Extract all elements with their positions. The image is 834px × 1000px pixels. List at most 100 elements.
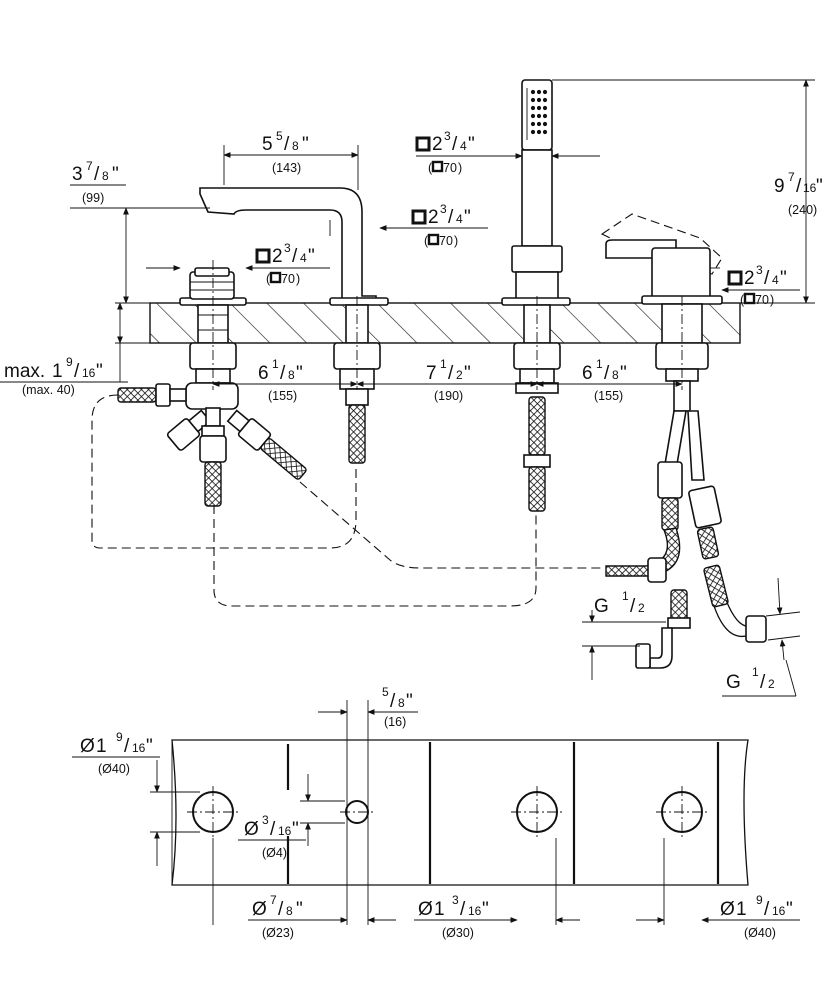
svg-text:4: 4 [456,212,463,226]
svg-text:/: / [452,134,458,155]
diameter-symbol-icon: Ø [252,899,267,920]
svg-text:1: 1 [622,589,629,603]
spout-reach-num: 5 [276,129,283,143]
svg-text:/: / [292,246,298,267]
svg-text:": " [296,363,303,384]
svg-text:(155): (155) [594,389,623,403]
mixer-lever [600,213,767,643]
diverter-body [117,267,307,507]
svg-text:(16): (16) [384,715,406,729]
svg-text:70: 70 [439,234,453,248]
svg-text:/: / [124,736,130,757]
svg-text:8: 8 [102,169,109,183]
svg-text:2: 2 [456,368,463,382]
svg-text:2: 2 [432,134,443,155]
svg-text:": " [780,268,787,289]
square-symbol-icon [255,248,271,264]
svg-text:/: / [74,361,80,382]
svg-text:/: / [284,134,290,155]
svg-text:4: 4 [300,251,307,265]
svg-text:(155): (155) [268,389,297,403]
svg-text:(99): (99) [82,191,104,205]
svg-text:16: 16 [803,181,817,195]
handshower [501,79,571,512]
svg-text:8: 8 [286,904,293,918]
svg-text:(: ( [740,293,745,307]
svg-text:2: 2 [272,246,283,267]
svg-text:16: 16 [132,741,146,755]
svg-text:16: 16 [278,824,292,838]
svg-text:3: 3 [72,164,83,185]
dimensions-plan: 5 / 8 " (16) Ø 1 9 / 16 " (Ø40) Ø 3 / 16… [72,685,800,940]
svg-text:/: / [604,363,610,384]
thread-fitting-left [635,589,691,669]
svg-text:1: 1 [736,899,747,920]
svg-text:16: 16 [468,904,482,918]
svg-text:/: / [760,672,766,693]
svg-text:): ) [458,161,462,175]
svg-text:": " [112,164,119,185]
svg-text:70: 70 [755,293,769,307]
spout-reach-mm: (143) [272,161,301,175]
svg-text:(: ( [424,234,429,248]
svg-text:": " [146,736,153,757]
hose-route-3 [299,481,604,569]
hole-large-right [656,786,708,838]
svg-text:(Ø4): (Ø4) [262,846,287,860]
spout-reach-whole: 5 [262,134,273,155]
hole-mid [511,786,563,838]
diameter-symbol-icon: Ø [418,899,433,920]
svg-text:": " [464,363,471,384]
svg-text:/: / [278,899,284,920]
svg-text:/: / [630,596,636,617]
svg-text:3: 3 [262,813,269,827]
svg-text:6: 6 [582,363,593,384]
svg-text:": " [816,176,823,197]
svg-text:7: 7 [86,159,93,173]
hose-route-1 [91,394,357,549]
svg-text:(: ( [266,272,271,286]
square-symbol-icon [411,209,427,225]
svg-text:": " [406,691,413,712]
svg-text:9: 9 [116,730,123,744]
svg-text:4: 4 [772,273,779,287]
svg-text:2: 2 [768,677,775,691]
dimensions-side: 5 5 / 8 " (143) 3 7 / 8 " (99) 2 3 / 4 "… [0,79,823,697]
svg-text:70: 70 [443,161,457,175]
svg-text:16: 16 [772,904,786,918]
svg-text:8: 8 [398,696,405,710]
svg-text:8: 8 [612,368,619,382]
svg-text:1: 1 [752,665,759,679]
diameter-symbol-icon: Ø [80,736,95,757]
square-symbol-icon [415,136,431,152]
svg-text:": " [296,899,303,920]
svg-text:1: 1 [52,361,63,382]
svg-text:1: 1 [440,357,447,371]
spout-reach-den: 8 [292,139,299,153]
svg-text:/: / [460,899,466,920]
plan-view [171,700,749,925]
svg-text:7: 7 [270,893,277,907]
svg-text:(240): (240) [788,203,817,217]
svg-text:/: / [764,899,770,920]
svg-text:(Ø30): (Ø30) [442,926,474,940]
svg-text:/: / [94,164,100,185]
svg-text:16: 16 [82,366,96,380]
svg-text:/: / [764,268,770,289]
diameter-symbol-icon: Ø [244,819,259,840]
svg-text:/: / [448,207,454,228]
svg-text:3: 3 [756,263,763,277]
svg-text:(Ø40): (Ø40) [98,762,130,776]
svg-text:5: 5 [382,685,389,699]
svg-text:(Ø40): (Ø40) [744,926,776,940]
square-symbol-icon [727,270,743,286]
svg-text:9: 9 [66,355,73,369]
svg-text:(max. 40): (max. 40) [22,383,75,397]
svg-text:": " [292,819,299,840]
svg-text:": " [96,361,103,382]
svg-text:3: 3 [440,202,447,216]
svg-text:1: 1 [434,899,445,920]
hole-small [340,800,374,824]
svg-text:9: 9 [756,893,763,907]
